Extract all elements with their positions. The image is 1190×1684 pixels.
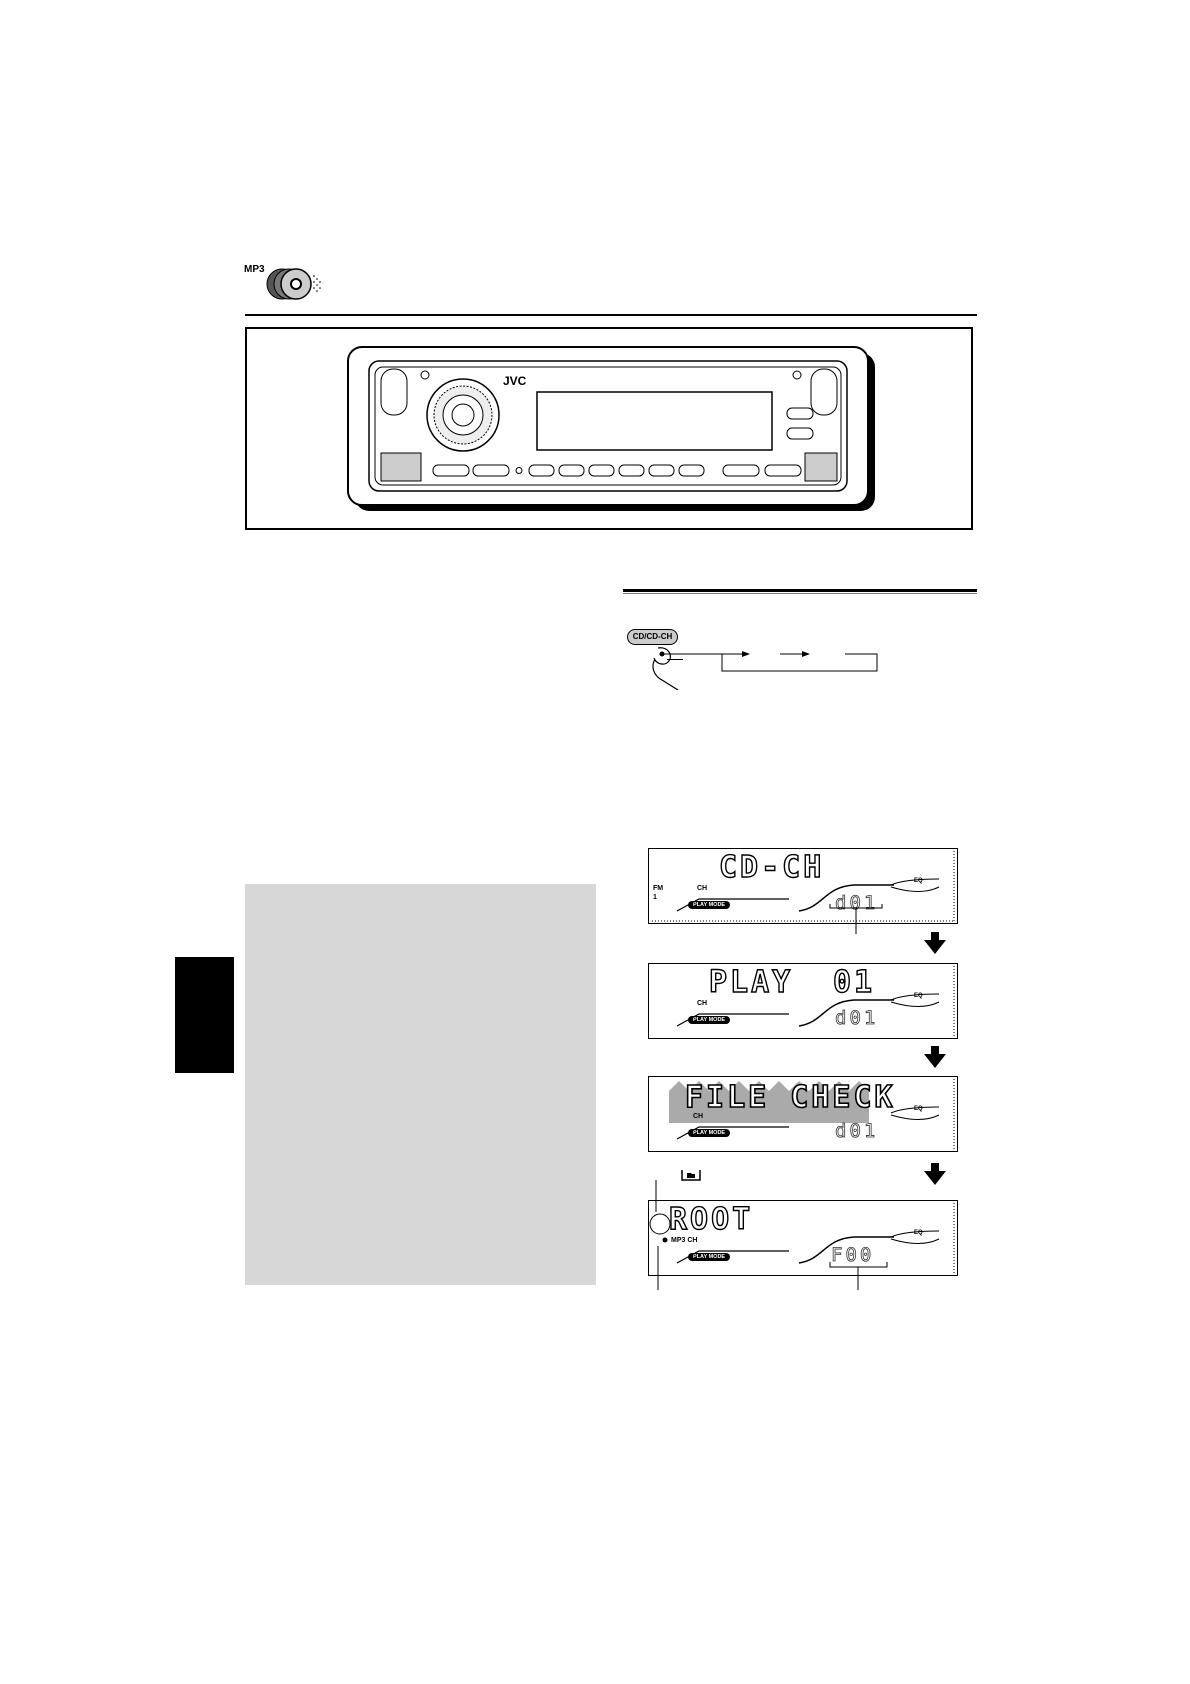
radio-figure <box>245 327 973 530</box>
car-stereo-illustration: JVC <box>347 346 875 511</box>
note-panel <box>245 884 596 1285</box>
lcd-display-1: CD-CH FM 1 CH PLAY MODE d01 EQ <box>648 848 958 924</box>
folder-icon <box>681 1170 701 1181</box>
folder-number: F00 <box>831 1244 875 1267</box>
down-arrow-icon <box>924 1171 946 1185</box>
header-rule <box>245 314 977 316</box>
svg-text:EQ: EQ <box>914 1106 923 1112</box>
disc-number: d01 <box>835 892 879 915</box>
cd-cdch-button[interactable]: CD/CD-CH <box>627 629 678 645</box>
down-arrow-icon <box>924 940 946 954</box>
svg-text:EQ: EQ <box>914 1230 923 1236</box>
svg-text:EQ: EQ <box>914 878 923 884</box>
lcd-display-2: PLAY 01 CH PLAY MODE d01 EQ <box>648 963 958 1039</box>
mode-cycle-diagram <box>652 647 878 690</box>
lcd-display-3: FILE CHECK CH PLAY MODE d01 EQ <box>648 1076 958 1152</box>
section-tab <box>175 957 234 1073</box>
disc-stack-icon <box>266 268 321 300</box>
jvc-logo: JVC <box>503 374 527 388</box>
lcd-main-text: CD-CH <box>718 850 825 885</box>
svg-text:EQ: EQ <box>914 993 923 999</box>
section-rule <box>623 589 977 592</box>
lcd-display-4: ROOT MP3 CH PLAY MODE F00 EQ <box>648 1200 958 1276</box>
mp3-ch-indicator: MP3 CH <box>671 1237 698 1244</box>
play-mode-label: PLAY MODE <box>688 901 731 909</box>
track-number: 01 <box>832 965 876 1000</box>
down-arrow-icon <box>924 1054 946 1068</box>
mp3-label: MP3 <box>244 264 265 275</box>
